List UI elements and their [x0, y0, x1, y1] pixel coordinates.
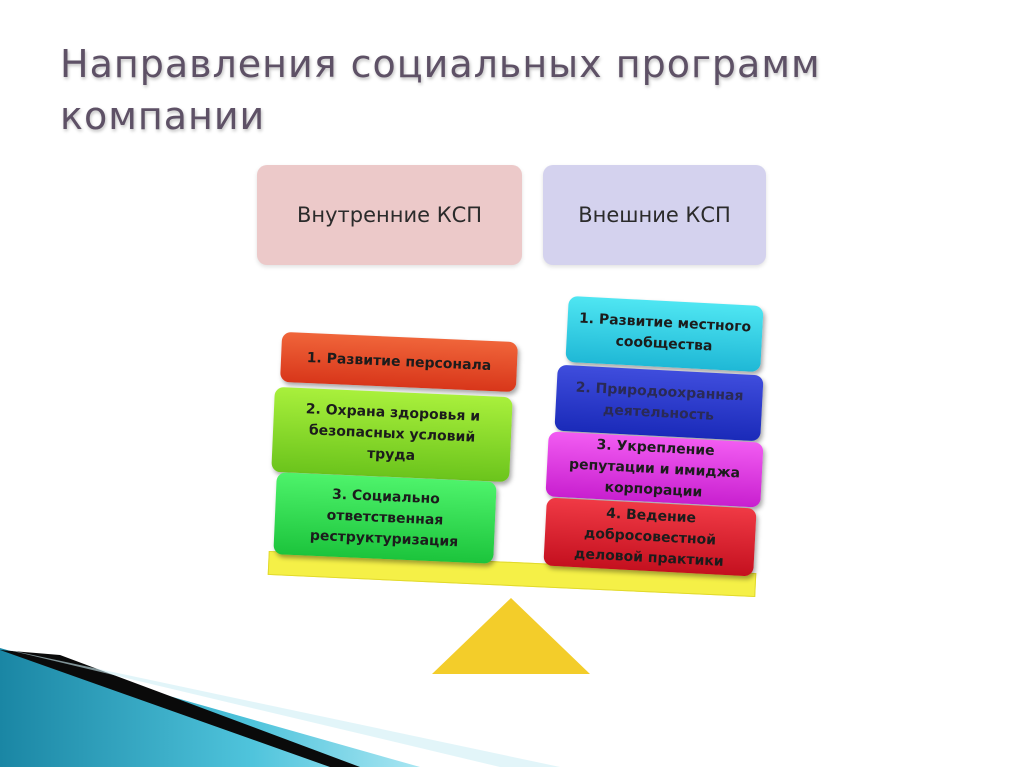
external-item-label: 4. Ведение добросовестной деловой практи…	[573, 505, 725, 570]
external-ksp-header: Внешние КСП	[543, 165, 766, 265]
internal-item-health-safety: 2. Охрана здоровья и безопасных условий …	[271, 386, 513, 483]
page-title: Направления социальных программ компании	[60, 42, 821, 138]
external-item-label: 1. Развитие местного сообщества	[578, 310, 752, 355]
external-item-reputation: 3. Укрепление репутации и имиджа корпора…	[545, 431, 764, 508]
internal-item-restructuring: 3. Социально ответственная реструктуриза…	[273, 472, 497, 564]
external-item-label: 3. Укрепление репутации и имиджа корпора…	[568, 436, 741, 501]
internal-item-label: 3. Социально ответственная реструктуриза…	[309, 486, 459, 550]
internal-item-personnel: 1. Развитие персонала	[280, 331, 518, 393]
internal-item-label: 2. Охрана здоровья и безопасных условий …	[305, 401, 481, 465]
internal-item-label: 1. Развитие персонала	[306, 349, 492, 374]
internal-ksp-header: Внутренние КСП	[257, 165, 522, 265]
external-item-community: 1. Развитие местного сообщества	[565, 295, 764, 373]
external-item-business-practice: 4. Ведение добросовестной деловой практи…	[543, 497, 757, 577]
external-item-environment: 2. Природоохранная деятельность	[554, 364, 764, 442]
external-item-label: 2. Природоохранная деятельность	[575, 379, 744, 424]
